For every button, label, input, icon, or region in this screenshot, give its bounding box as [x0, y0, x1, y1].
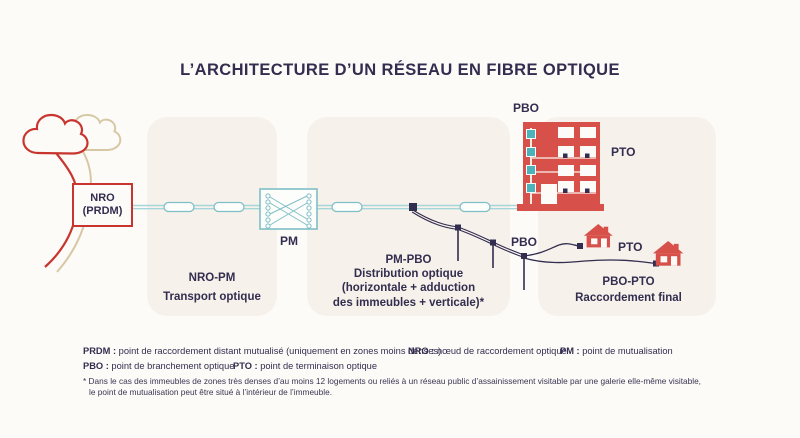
nro-label-line1: NRO: [90, 192, 115, 204]
footnote-line2: le point de mutualisation peut être situ…: [89, 387, 333, 397]
section-nro-pm-title: NRO-PM: [188, 272, 236, 284]
legend-definition: point de branchement optique: [111, 361, 235, 371]
riser-pbo-squares: [526, 129, 536, 193]
legend-definition: nœud de raccordement optique: [436, 346, 567, 356]
splice-capsule-icon: [331, 201, 363, 213]
section-pbo-pto: PBO-PTO Raccordement final: [541, 274, 716, 306]
footnote-line1: * Dans le cas des immeubles de zones trè…: [83, 376, 701, 386]
section-pbo-pto-title: PBO-PTO: [602, 276, 655, 288]
nro-box: NRO (PRDM): [72, 183, 133, 227]
houses-pto-label: PTO: [618, 240, 643, 254]
building-pbo-label: PBO: [513, 101, 540, 115]
building-pto-label: PTO: [611, 145, 636, 159]
building-windows: [558, 127, 596, 192]
house-icon: [652, 241, 684, 266]
section-nro-pm-sub: Transport optique: [163, 291, 261, 303]
pm-box-icon: [259, 188, 318, 230]
legend-term: PTO :: [233, 361, 258, 371]
section-pm-pbo: PM-PBO Distribution optique (horizontale…: [307, 253, 510, 310]
legend-definition: point de mutualisation: [582, 346, 673, 356]
aerial-cable: [411, 209, 525, 259]
junction-square-icon: [409, 203, 417, 211]
splice-capsule-icon: [163, 201, 195, 213]
footnote: * Dans le cas des immeubles de zones trè…: [83, 376, 743, 398]
drop-cable-house1: [523, 243, 580, 257]
panel-pm-pbo: [307, 117, 510, 316]
legend-item-pbo: PBO : point de branchement optique: [83, 361, 234, 371]
legend-term: PBO :: [83, 361, 109, 371]
legend-term: PM :: [560, 346, 580, 356]
building-door: [541, 184, 557, 204]
pm-label: PM: [280, 234, 298, 248]
telecom-poles: [457, 229, 525, 290]
section-pm-pbo-sub3: des immeubles + verticale)*: [332, 296, 485, 309]
drop-cables: [523, 243, 657, 265]
legend-item-nro: NRO : nœud de raccordement optique: [408, 346, 567, 356]
red-cloud-icon: [22, 113, 89, 155]
pto-terminal-dots: [563, 153, 590, 193]
fiber-line: [133, 204, 520, 210]
legend-item-pm: PM : point de mutualisation: [560, 346, 673, 356]
building-icon: [517, 122, 604, 211]
page-title: L’ARCHITECTURE D’UN RÉSEAU EN FIBRE OPTI…: [180, 61, 620, 79]
house-icon: [583, 224, 613, 248]
splice-capsules: [163, 201, 491, 213]
panel-nro-pm: [147, 117, 277, 316]
splice-capsule-icon: [213, 201, 245, 213]
section-pm-pbo-title: PM-PBO: [385, 254, 432, 266]
nro-label-line2: (PRDM): [82, 205, 123, 217]
legend-term: NRO :: [408, 346, 435, 356]
section-nro-pm: NRO-PM Transport optique: [147, 269, 277, 307]
section-pm-pbo-sub1: Distribution optique: [353, 268, 464, 281]
splice-capsule-icon: [459, 201, 491, 213]
legend-definition: point de raccordement distant mutualisé …: [118, 346, 442, 356]
legend-item-prdm: PRDM : point de raccordement distant mut…: [83, 346, 441, 356]
drop-cable-house2: [523, 257, 657, 265]
legend-definition: point de terminaison optique: [260, 361, 378, 371]
legend-term: PRDM :: [83, 346, 117, 356]
pole-pbo-label: PBO: [511, 235, 538, 249]
section-pm-pbo-sub2: (horizontale + adduction: [341, 282, 476, 295]
section-pbo-pto-sub: Raccordement final: [575, 292, 682, 304]
legend-item-pto: PTO : point de terminaison optique: [233, 361, 377, 371]
